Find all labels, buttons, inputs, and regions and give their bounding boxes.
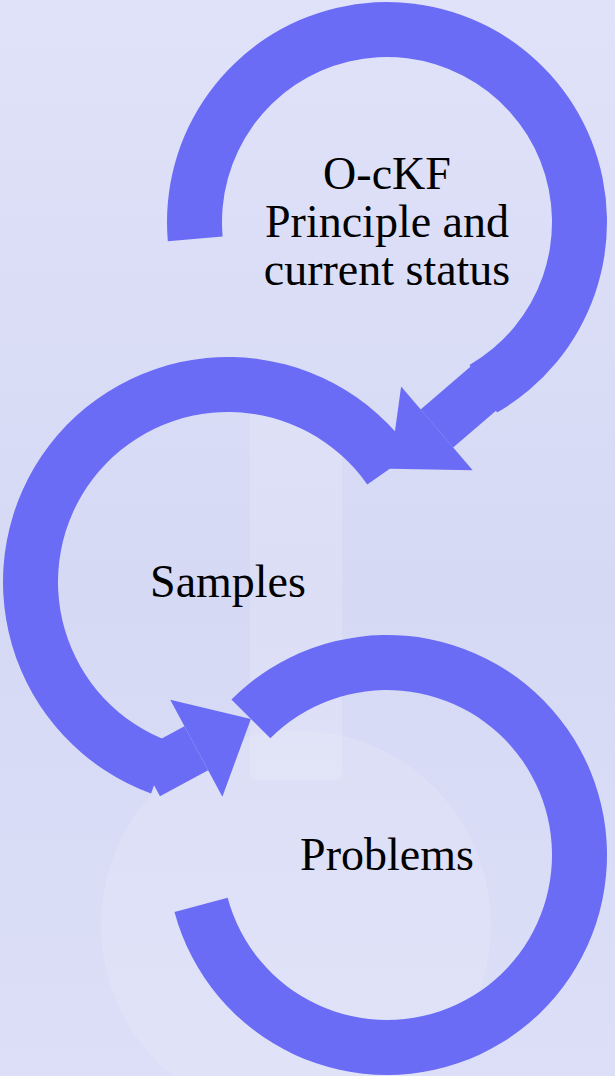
ring-arc bbox=[167, 2, 607, 413]
node-label: Samples bbox=[150, 558, 306, 606]
ring-arc bbox=[3, 357, 412, 793]
arrow-head bbox=[170, 700, 251, 797]
node-text-group: O-cKF Principle and current status bbox=[262, 150, 512, 295]
ring-node: Samples bbox=[3, 357, 453, 807]
ring-arc bbox=[174, 635, 607, 1075]
node-text-group: Problems bbox=[257, 831, 517, 879]
node-text-group: Samples bbox=[98, 558, 358, 606]
node-label: Problems bbox=[300, 831, 474, 879]
ring-node: Problems bbox=[167, 635, 607, 1075]
node-label: O-cKF Principle and current status bbox=[262, 150, 512, 295]
